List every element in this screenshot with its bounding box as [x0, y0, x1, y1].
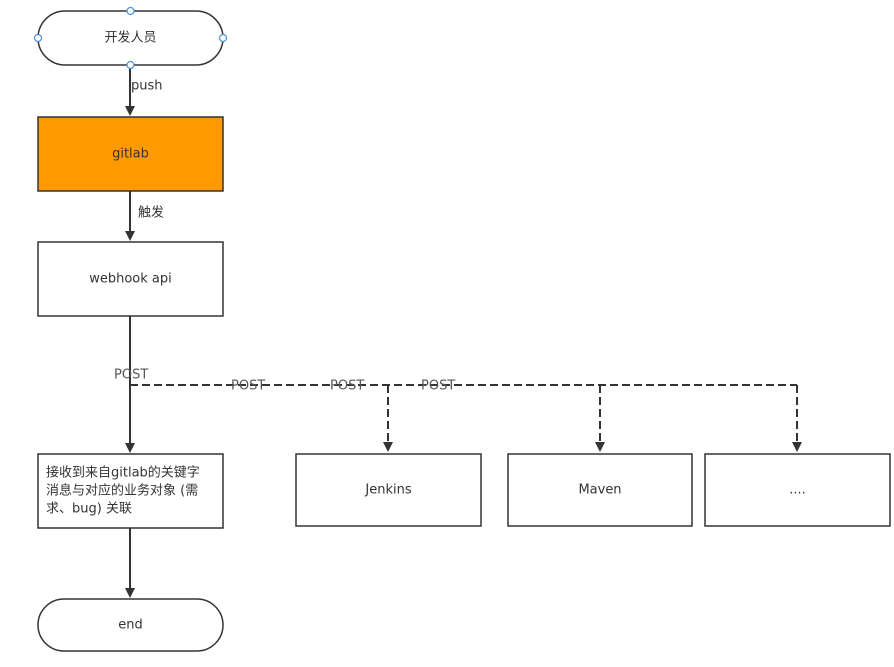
node-maven[interactable]: Maven: [507, 453, 693, 527]
node-handler[interactable]: 接收到来自gitlab的关键字 消息与对应的业务对象 (需 求、bug) 关联: [37, 453, 224, 529]
node-developer-label: 开发人员: [104, 30, 156, 46]
node-jenkins-label: Jenkins: [364, 483, 411, 498]
edge-label-trigger: 触发: [138, 205, 164, 221]
node-gitlab[interactable]: gitlab: [37, 116, 224, 192]
edge-label-post-1: POST: [231, 379, 265, 394]
node-handler-line1: 接收到来自gitlab的关键字: [46, 465, 200, 481]
node-webhook[interactable]: webhook api: [37, 241, 224, 317]
node-handler-line3: 求、bug) 关联: [46, 502, 132, 517]
edge-label-post-3: POST: [421, 379, 455, 394]
node-jenkins[interactable]: Jenkins: [295, 453, 482, 527]
node-more[interactable]: ....: [704, 453, 891, 527]
edge-label-push: push: [131, 79, 163, 94]
node-more-label: ....: [789, 483, 806, 498]
node-webhook-label: webhook api: [89, 272, 172, 287]
node-end[interactable]: end: [37, 598, 224, 652]
edge-label-post-2: POST: [330, 379, 364, 394]
node-gitlab-label: gitlab: [112, 147, 149, 162]
node-maven-label: Maven: [578, 483, 621, 498]
selection-handles[interactable]: [33, 6, 228, 70]
node-developer[interactable]: 开发人员: [37, 10, 224, 66]
node-end-label: end: [118, 618, 143, 633]
node-handler-line2: 消息与对应的业务对象 (需: [46, 483, 198, 499]
edge-label-post-main: POST: [114, 368, 148, 383]
